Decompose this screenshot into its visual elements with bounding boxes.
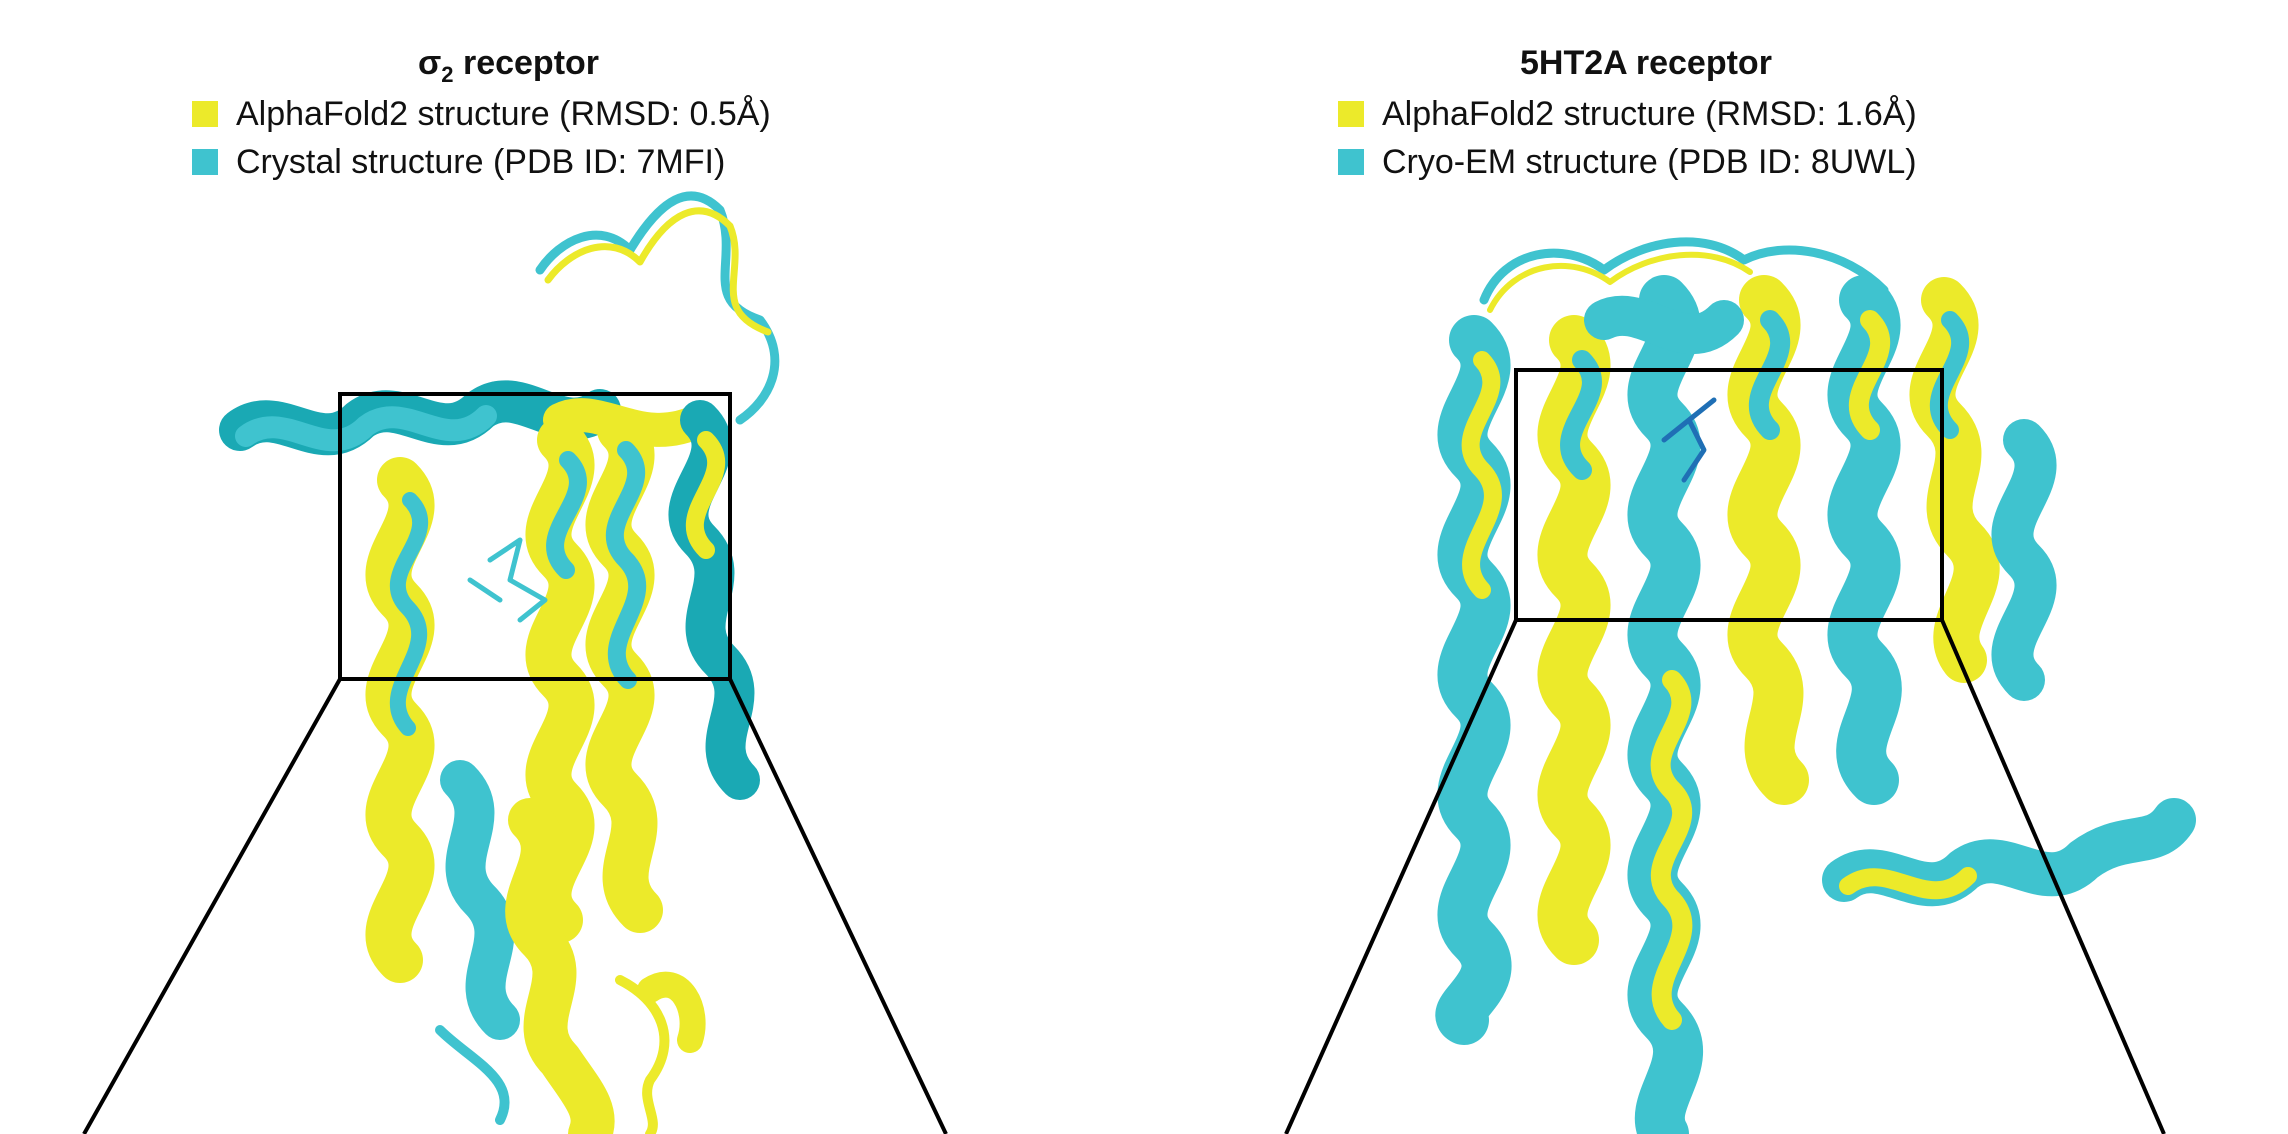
- legend-item-cryoem: Cryo-EM structure (PDB ID: 8UWL): [1338, 138, 1917, 186]
- 5ht2a-legend: AlphaFold2 structure (RMSD: 1.6Å) Cryo-E…: [1338, 90, 1917, 186]
- legend-item-alphafold: AlphaFold2 structure (RMSD: 1.6Å): [1338, 90, 1917, 138]
- cyan-swatch-icon: [192, 149, 218, 175]
- 5ht2a-panel: 5HT2A receptor AlphaFold2 structure (RMS…: [1144, 0, 2288, 1134]
- zoom-box: [1284, 368, 2166, 1134]
- sigma2-structure-image: [82, 191, 948, 1134]
- sigma2-legend: AlphaFold2 structure (RMSD: 0.5Å) Crysta…: [192, 90, 771, 186]
- legend-label: Crystal structure (PDB ID: 7MFI): [236, 142, 726, 181]
- zoom-box: [82, 392, 948, 1134]
- sigma2-title: σ2 receptor: [418, 44, 599, 88]
- legend-item-alphafold: AlphaFold2 structure (RMSD: 0.5Å): [192, 90, 771, 138]
- yellow-swatch-icon: [1338, 101, 1364, 127]
- legend-label: Cryo-EM structure (PDB ID: 8UWL): [1382, 142, 1917, 181]
- title-subscript: 2: [441, 61, 454, 87]
- title-rest: receptor: [453, 44, 600, 82]
- title-sigma-symbol: σ: [418, 44, 442, 82]
- 5ht2a-structure-image: [1284, 237, 2196, 1134]
- 5ht2a-title: 5HT2A receptor: [1520, 44, 1772, 82]
- legend-label: AlphaFold2 structure (RMSD: 1.6Å): [1382, 94, 1917, 133]
- cyan-swatch-icon: [1338, 149, 1364, 175]
- legend-item-crystal: Crystal structure (PDB ID: 7MFI): [192, 138, 771, 186]
- legend-label: AlphaFold2 structure (RMSD: 0.5Å): [236, 94, 771, 133]
- sigma2-panel: σ2 receptor AlphaFold2 structure (RMSD: …: [82, 44, 948, 1134]
- yellow-swatch-icon: [192, 101, 218, 127]
